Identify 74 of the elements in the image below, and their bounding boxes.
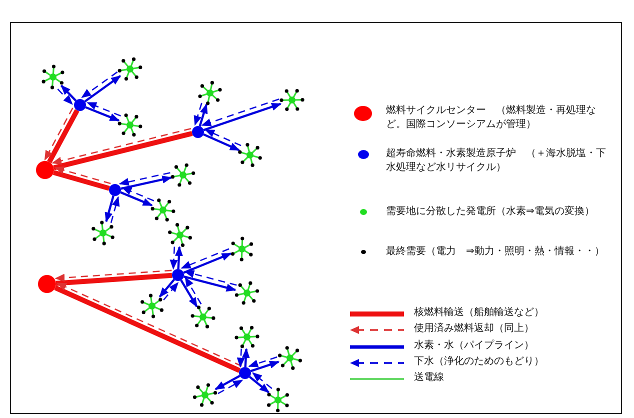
legend-text: 水素・水（パイプライン） — [414, 339, 534, 353]
power-plant-drawing — [92, 220, 114, 246]
return-arrow — [252, 372, 272, 390]
supply-arrow — [203, 133, 240, 152]
fuel-center-dot — [38, 275, 56, 293]
supply-arrow — [250, 360, 280, 372]
return-arrow — [218, 380, 244, 394]
power-plant-drawing — [230, 236, 254, 262]
supply-arrow — [104, 195, 114, 222]
return-arrow — [236, 348, 245, 368]
supply-arrow — [248, 376, 270, 394]
supply-arrow — [242, 348, 250, 368]
legend-text: 送電線 — [414, 371, 444, 385]
return-arrow — [194, 102, 202, 126]
power-plant-drawing — [118, 57, 142, 81]
reactor-dot — [172, 269, 184, 281]
supply-arrow — [85, 106, 120, 122]
supply-arrow — [60, 84, 77, 102]
legend-text: 使用済み燃料返却（同上） — [414, 322, 534, 336]
return-arrow — [54, 270, 172, 282]
power-plant-drawing — [118, 113, 142, 137]
reactor-dot — [74, 99, 86, 111]
power-plant-drawing — [238, 143, 262, 167]
return-arrow — [81, 71, 118, 98]
supply-arrow — [120, 191, 153, 206]
supply-arrow — [180, 280, 198, 308]
supply-arrow — [174, 246, 183, 270]
supply-arrow — [183, 252, 232, 274]
legend-text: 燃料サイクルセンター （燃料製造・再処理など。国際コンソーシアムが管理） — [386, 104, 597, 132]
return-arrow — [180, 248, 230, 269]
power-plant-drawing — [42, 64, 64, 90]
return-arrow — [163, 282, 179, 300]
supply-arrow — [184, 275, 236, 292]
legend-text: 最終需要（電力 ⇒動力・照明・熱・情報・・） — [386, 245, 604, 259]
supply-arrow — [84, 75, 122, 102]
return-arrow — [44, 108, 74, 161]
power-plant-drawing — [140, 294, 164, 318]
return-arrow — [86, 102, 121, 116]
power-plant-drawing — [234, 326, 260, 348]
return-arrow — [54, 166, 111, 184]
power-plant-drawing — [280, 89, 304, 111]
reactor-dot — [239, 367, 251, 379]
return-arrow — [201, 98, 280, 126]
legend-text: 下水（浄化のためのもどり） — [414, 355, 544, 369]
return-arrow — [184, 276, 202, 304]
return-arrow — [248, 356, 278, 368]
fuel-center-dot — [36, 161, 54, 179]
supply-arrow — [198, 104, 208, 127]
power-plant-drawing — [168, 223, 192, 247]
return-arrow — [118, 172, 170, 186]
power-plant-drawing — [170, 163, 196, 187]
supply-arrow — [214, 374, 240, 390]
return-arrow — [110, 196, 120, 223]
return-arrow — [204, 129, 242, 146]
legend-text: 超寿命燃料・水素製造原子炉 （＋海水脱塩・下水処理など水リサイクル） — [386, 147, 607, 175]
return-arrow — [184, 270, 237, 286]
power-plant-drawing — [234, 281, 260, 305]
return-arrow — [122, 187, 154, 202]
legend-text: 需要地に分散した発電所（水素⇒電気の変換） — [386, 205, 594, 219]
reactor-dot — [109, 184, 121, 196]
power-plant-drawing — [190, 306, 216, 328]
power-plant-drawing — [150, 198, 176, 222]
reactor-dot — [192, 126, 204, 138]
legend-text: 核燃料輸送（船舶輸送など） — [414, 306, 544, 320]
supply-arrow — [203, 102, 282, 132]
return-arrow — [57, 88, 73, 105]
supply-arrow — [158, 278, 175, 298]
return-arrow — [52, 128, 192, 165]
power-plant-drawing — [198, 80, 222, 106]
return-arrow — [170, 246, 178, 270]
power-plant-drawing — [192, 383, 218, 407]
power-plant-drawing — [278, 346, 302, 370]
supply-arrow — [120, 176, 172, 190]
power-plant-drawing — [267, 388, 289, 412]
